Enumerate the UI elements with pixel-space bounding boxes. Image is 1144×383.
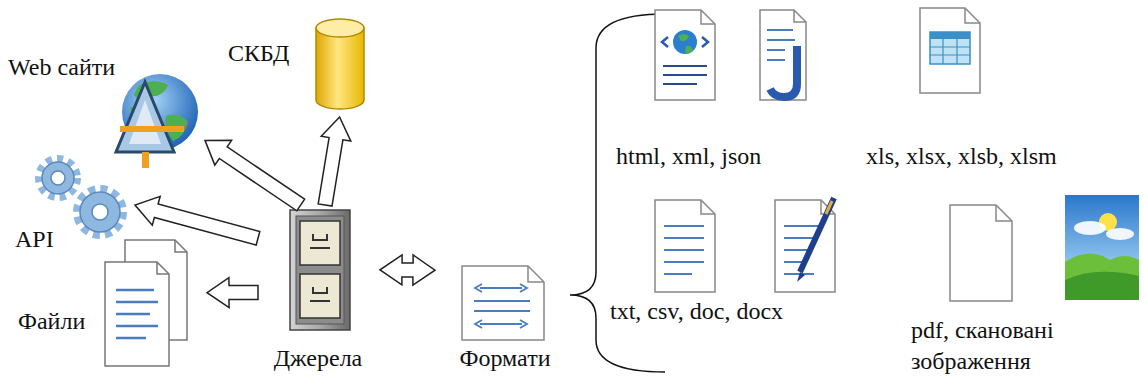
word-doc-icon-part [797, 272, 805, 282]
text-doc-icon-part [655, 200, 715, 292]
files-icon-part [116, 290, 158, 338]
spreadsheet-icon-part [930, 32, 970, 39]
html-icon-part [663, 66, 707, 84]
files-node: Файли [12, 232, 207, 370]
format-icon-part [462, 266, 544, 340]
api-node: API [10, 158, 135, 258]
gears-icon-part [42, 162, 74, 194]
json-icon-part [767, 30, 795, 60]
html-icon [655, 10, 715, 100]
node-label: Web сайти [8, 52, 115, 83]
format-icon-part [475, 320, 527, 328]
node-label: Формати [435, 343, 575, 374]
spreadsheet-icon-part [965, 8, 980, 23]
gears-icon [39, 159, 123, 235]
gears-icon-part [77, 189, 123, 235]
node-label: xls, xlsx, xlsb, xlsm [866, 141, 1057, 172]
text-format-node: txt, csv, doc, docx [606, 188, 796, 338]
file-cabinet-part [313, 234, 327, 240]
scanned-image-icon-part [1106, 228, 1134, 240]
files-icon-part [157, 262, 169, 274]
text-doc-icon-part [664, 226, 704, 274]
gears-icon-part [39, 159, 77, 197]
hollow-arrow [205, 140, 305, 211]
json-icon-part [770, 46, 797, 97]
spreadsheet-icon-part [920, 8, 980, 93]
scanned-image-icon [1065, 195, 1139, 300]
html-icon-part [673, 30, 697, 54]
format-icon-part [475, 284, 527, 292]
html-icon-part [678, 34, 693, 54]
word-doc-icon-part [826, 201, 832, 214]
format-icon-part [528, 266, 544, 282]
node-label: pdf, скановані зображення [911, 315, 1126, 377]
json-icon-part [760, 10, 806, 100]
file-cabinet-part [290, 210, 350, 330]
hollow-arrow [318, 117, 351, 206]
file-cabinet-part [313, 287, 327, 293]
markup-format-node: html, xml, json [612, 5, 812, 180]
json-icon-part [794, 10, 806, 22]
html-icon-part [701, 10, 715, 24]
formats-node: Формати [435, 258, 577, 380]
globe-icon-part [129, 100, 161, 144]
node-label: Джерела [258, 343, 378, 374]
pdf-page-icon-part [996, 205, 1012, 221]
file-cabinet [290, 210, 350, 330]
database-cylinder [316, 19, 364, 109]
spreadsheet-icon [920, 8, 980, 93]
globe-icon-part [116, 82, 174, 152]
spreadsheet-icon-part [930, 39, 970, 64]
gears-icon-part [80, 192, 120, 232]
scanned-image-icon-part [1065, 195, 1139, 300]
pdf-page-icon [950, 205, 1012, 301]
node-label: СКБД [228, 38, 289, 69]
text-doc-icon-part [701, 200, 715, 214]
globe-icon-part [142, 152, 149, 168]
hollow-arrow [380, 255, 435, 285]
format-icon [462, 266, 544, 340]
gears-icon-part [51, 171, 65, 185]
hollow-arrow [135, 196, 260, 245]
dbms-node: СКБД [225, 12, 370, 117]
website-node: Web сайти [5, 48, 205, 168]
database-cylinder-part [316, 19, 364, 37]
node-label: html, xml, json [616, 141, 761, 172]
files-icon-part [105, 262, 169, 366]
html-icon-part [655, 10, 715, 100]
globe-icon-part [120, 126, 184, 132]
json-icon [760, 10, 806, 100]
pdf-page-icon-part [950, 205, 1012, 301]
scanned-image-icon-part [1065, 253, 1139, 300]
gears-icon-part [92, 204, 108, 220]
file-cabinet-part [300, 274, 340, 318]
files-icon-part [175, 240, 187, 252]
sources-node: Джерела [258, 205, 380, 380]
scan-format-node: pdf, скановані зображення [905, 195, 1142, 380]
hollow-arrow [207, 278, 258, 308]
globe-icon [116, 74, 198, 168]
database-cylinder-part [316, 28, 364, 109]
word-doc-icon [775, 198, 835, 292]
scanned-image-icon-part [1074, 221, 1106, 235]
file-cabinet-part [300, 221, 340, 265]
node-label: txt, csv, doc, docx [610, 296, 783, 327]
word-doc-icon-part [800, 198, 834, 272]
file-cabinet-part [310, 248, 330, 301]
scanned-image-icon-part [1065, 272, 1139, 300]
word-doc-icon-part [775, 200, 835, 292]
spreadsheet-format-node: xls, xlsx, xlsb, xlsm [862, 5, 1142, 180]
node-label: API [15, 224, 54, 255]
spreadsheet-icon-part [930, 32, 970, 64]
html-icon-part [662, 37, 708, 47]
file-cabinet-part [296, 216, 344, 324]
format-icon-part [474, 301, 530, 311]
node-label: Файли [18, 306, 85, 337]
files-icon [105, 240, 187, 366]
text-doc-icon [655, 200, 715, 292]
